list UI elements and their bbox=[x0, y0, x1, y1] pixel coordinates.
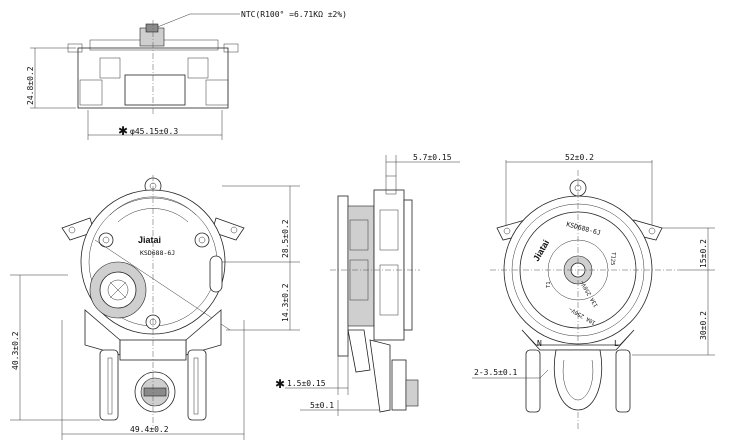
front-logo: Jiatai bbox=[138, 235, 161, 245]
top-diameter-dim: φ45.15±0.3 bbox=[130, 127, 178, 136]
rear-rating-t1: T1 bbox=[546, 281, 552, 288]
rear-upper-right-dim: 15±0.2 bbox=[699, 239, 708, 268]
rear-lower-right-dim: 30±0.2 bbox=[699, 311, 708, 340]
top-height-dim: 24.8±0.2 bbox=[26, 66, 35, 105]
front-view: Jiatai KSD688-6J 28. bbox=[10, 175, 300, 440]
front-mid-dim: 14.3±0.2 bbox=[281, 283, 290, 322]
rear-terminal-n: N bbox=[537, 339, 542, 348]
side-bottom-dim: 5±0.1 bbox=[310, 401, 334, 410]
front-model-label: KSD688-6J bbox=[140, 249, 175, 257]
rear-view: Jiatai KSD688-6J T125 13A 250V~ 10A 250V… bbox=[472, 153, 715, 430]
rear-terminal-l: L bbox=[614, 339, 619, 348]
front-left-dim: 40.3±0.2 bbox=[11, 331, 20, 370]
side-top-dim: 5.7±0.15 bbox=[413, 153, 452, 162]
critical-star-icon: ✱ bbox=[118, 124, 128, 138]
side-thickness-dim: 1.5±0.15 bbox=[287, 379, 326, 388]
rear-terminal-dim: 2-3.5±0.1 bbox=[474, 368, 518, 377]
ntc-note: NTC(R100° =6.71KΩ ±2%) bbox=[241, 10, 347, 19]
side-view: 5.7±0.15 ✱ 1.5±0.15 5±0.1 bbox=[275, 153, 460, 416]
side-critical-star-icon: ✱ bbox=[275, 377, 285, 391]
rear-top-dim: 52±0.2 bbox=[565, 153, 594, 162]
front-upper-dim: 28.5±0.2 bbox=[281, 219, 290, 258]
front-bottom-dim: 49.4±0.2 bbox=[130, 425, 169, 434]
rear-rating-t125: T125 bbox=[609, 252, 616, 266]
top-view: NTC(R100° =6.71KΩ ±2%) 24.8±0.2 ✱ φ45.15… bbox=[26, 10, 347, 140]
